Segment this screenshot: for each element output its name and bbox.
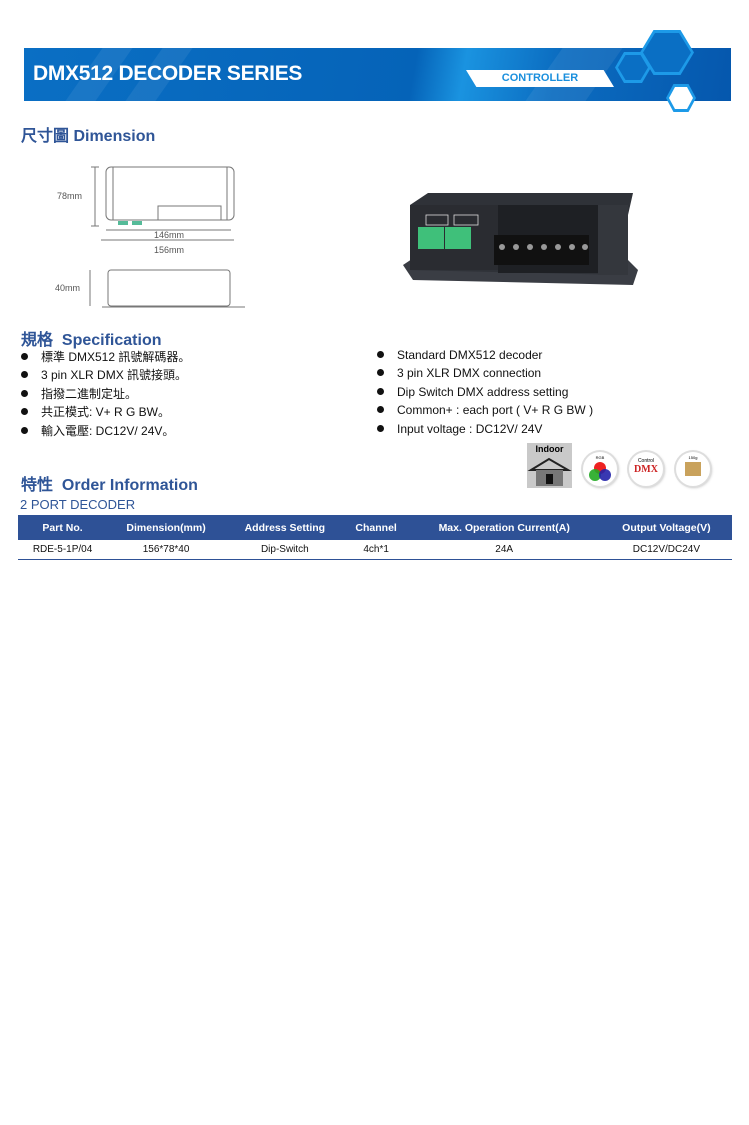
dimension-cell: 156*78*40 [107,540,226,560]
depth-label: 40mm [55,283,81,293]
spec-item-cn: 標準 DMX512 訊號解碼器。 [21,348,190,365]
weight-label: 150g [688,455,698,460]
specification-heading: 規格 Specification [21,326,161,350]
control-label: Control [637,458,655,464]
order-table: Part No. Dimension(mm) Address Setting C… [18,515,732,560]
indoor-icon: Indoor [527,443,572,488]
dimension-drawing [89,166,245,308]
hexagon-decoration [640,30,694,75]
spec-item-en: Dip Switch DMX address setting [377,385,568,399]
spec-item-cn: 共正模式: V+ R G BW。 [21,403,170,420]
spec-item-en: 3 pin XLR DMX connection [377,366,541,380]
width-label: 156mm [154,245,185,255]
header-banner [24,48,731,101]
inner-width-label: 146mm [154,230,185,240]
spec-item-en: Standard DMX512 decoder [377,348,542,362]
address-cell: Dip-Switch [225,540,345,560]
column-header: Max. Operation Current(A) [407,515,601,540]
current-cell: 24A [407,540,601,560]
column-header: Address Setting [225,515,345,540]
column-header: Dimension(mm) [107,515,226,540]
spec-item-en: Common+ : each port ( V+ R G BW ) [377,403,593,417]
indoor-label: Indoor [535,444,564,454]
column-header: Output Voltage(V) [600,515,732,540]
part-no-cell: RDE-5-1P/04 [18,540,108,560]
order-subheading: 2 PORT DECODER [20,497,136,512]
dmx-label: DMX [634,464,658,475]
table-row: RDE-5-1P/04 156*78*40 Dip-Switch 4ch*1 2… [18,540,732,560]
rgb-label: RGB [595,455,605,460]
spec-item-en: Input voltage : DC12V/ 24V [377,422,542,436]
order-heading: 特性 Order Information [21,471,198,495]
channel-cell: 4ch*1 [344,540,408,560]
weight-box-icon: 150g [676,452,710,486]
dmx-control-icon: Control DMX [629,452,663,486]
heading-cn: 規格 [21,332,54,349]
category-tag: CONTROLLER [466,70,614,87]
column-header: Part No. [18,515,108,540]
spec-item-cn: 輸入電壓: DC12V/ 24V。 [21,422,174,439]
table-header-row: Part No. Dimension(mm) Address Setting C… [18,515,732,540]
column-header: Channel [344,515,408,540]
product-photo [403,193,638,285]
box-shape [685,462,701,476]
spec-item-cn: 指撥二進制定址。 [21,385,137,402]
heading-cn: 特性 [21,477,54,494]
rgb-icon: RGB [583,452,617,486]
series-title: DMX512 DECODER SERIES [33,62,303,85]
height-label: 78mm [57,191,83,201]
heading-en: Order Information [61,477,198,494]
heading-en: Specification [61,332,162,349]
voltage-cell: DC12V/DC24V [600,540,732,560]
category-tag-label: CONTROLLER [501,72,579,84]
spec-item-cn: 3 pin XLR DMX 訊號接頭。 [21,366,187,383]
dimension-heading: 尺寸圖 Dimension [21,128,156,145]
